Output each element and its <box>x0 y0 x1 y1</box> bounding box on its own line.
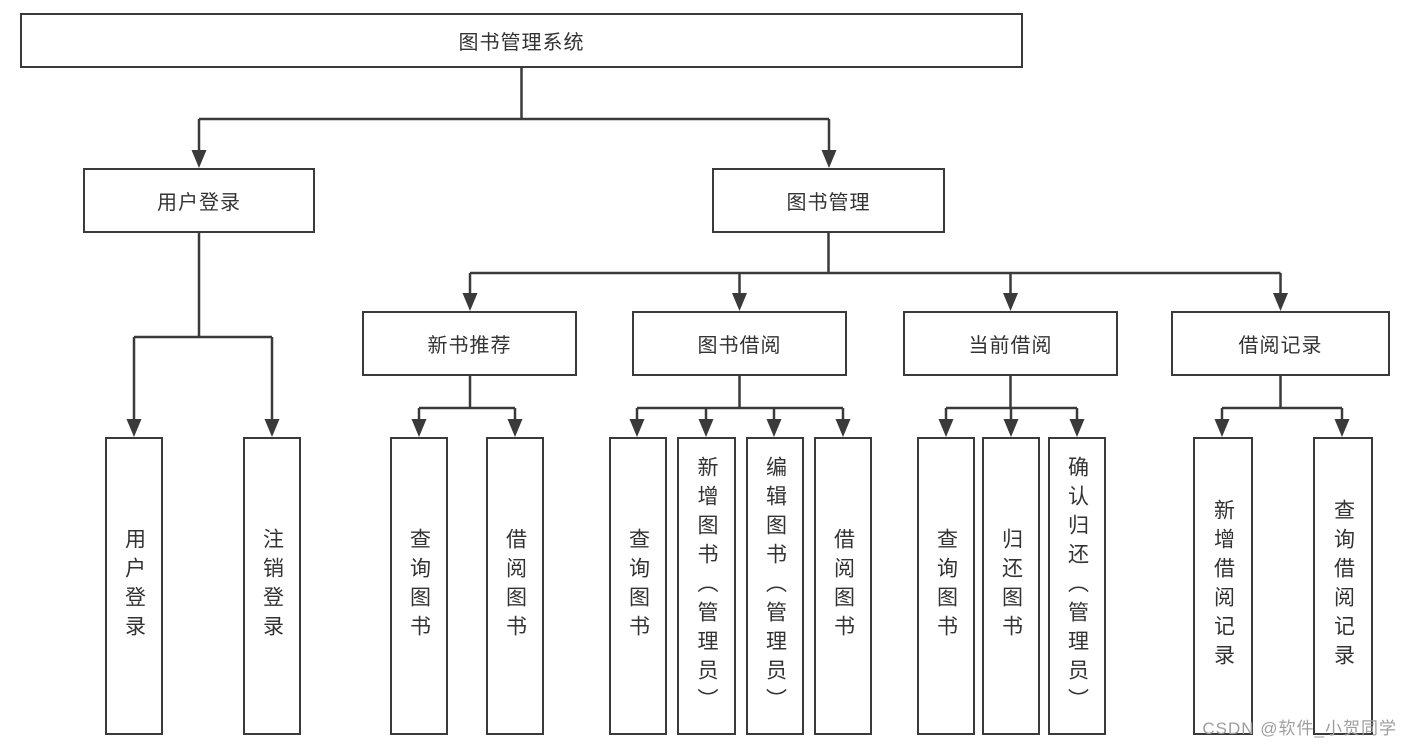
leaf-br-add-borrow-record: 新增借阅记录 <box>1193 437 1253 735</box>
node-label: 图书管理系统 <box>458 32 585 54</box>
leaf-label: 查询图书 <box>407 528 431 644</box>
leaf-bb-edit-book-admin: 编辑图书（管理员） <box>746 437 804 735</box>
leaf-label: 确认归还（管理员） <box>1065 455 1089 717</box>
node-user-login: 用户登录 <box>83 168 315 233</box>
node-book-borrowing: 图书借阅 <box>632 311 847 376</box>
leaf-label: 用户登录 <box>122 528 146 644</box>
leaf-bb-query-books: 查询图书 <box>609 437 667 735</box>
leaf-label: 借阅图书 <box>831 528 855 644</box>
node-label: 用户登录 <box>157 192 241 214</box>
leaf-cb-query-books: 查询图书 <box>917 437 975 735</box>
leaf-logout: 注销登录 <box>243 437 301 735</box>
leaf-cb-return-books: 归还图书 <box>982 437 1040 735</box>
leaf-br-query-borrow-record: 查询借阅记录 <box>1313 437 1373 735</box>
csdn-watermark: CSDN @软件_小贺同学 <box>1202 719 1397 738</box>
node-borrowing-records: 借阅记录 <box>1171 311 1390 376</box>
node-label: 当前借阅 <box>968 335 1053 357</box>
leaf-nbr-query-books: 查询图书 <box>390 437 448 735</box>
leaf-cb-confirm-return-admin: 确认归还（管理员） <box>1048 437 1106 735</box>
leaf-label: 新增借阅记录 <box>1211 499 1235 673</box>
node-new-book-recommendation: 新书推荐 <box>362 311 577 376</box>
leaf-bb-borrow-books: 借阅图书 <box>814 437 872 735</box>
leaf-label: 查询图书 <box>626 528 650 644</box>
node-label: 图书借阅 <box>697 335 782 357</box>
node-current-borrowing: 当前借阅 <box>903 311 1118 376</box>
node-book-management: 图书管理 <box>712 168 945 233</box>
leaf-label: 编辑图书（管理员） <box>763 455 787 717</box>
node-library-management-system: 图书管理系统 <box>20 13 1023 68</box>
leaf-label: 借阅图书 <box>503 528 527 644</box>
leaf-label: 归还图书 <box>999 528 1023 644</box>
node-label: 新书推荐 <box>427 335 512 357</box>
leaf-label: 查询借阅记录 <box>1331 499 1355 673</box>
leaf-user-login: 用户登录 <box>105 437 163 735</box>
leaf-label: 新增图书（管理员） <box>695 455 718 717</box>
leaf-bb-add-book-admin: 新增图书（管理员） <box>677 437 736 735</box>
leaf-nbr-borrow-books: 借阅图书 <box>486 437 544 735</box>
node-label: 图书管理 <box>786 192 871 214</box>
leaf-label: 注销登录 <box>260 528 284 644</box>
node-label: 借阅记录 <box>1238 335 1323 357</box>
arrowhead-icons <box>126 150 1350 437</box>
leaf-label: 查询图书 <box>934 528 958 644</box>
